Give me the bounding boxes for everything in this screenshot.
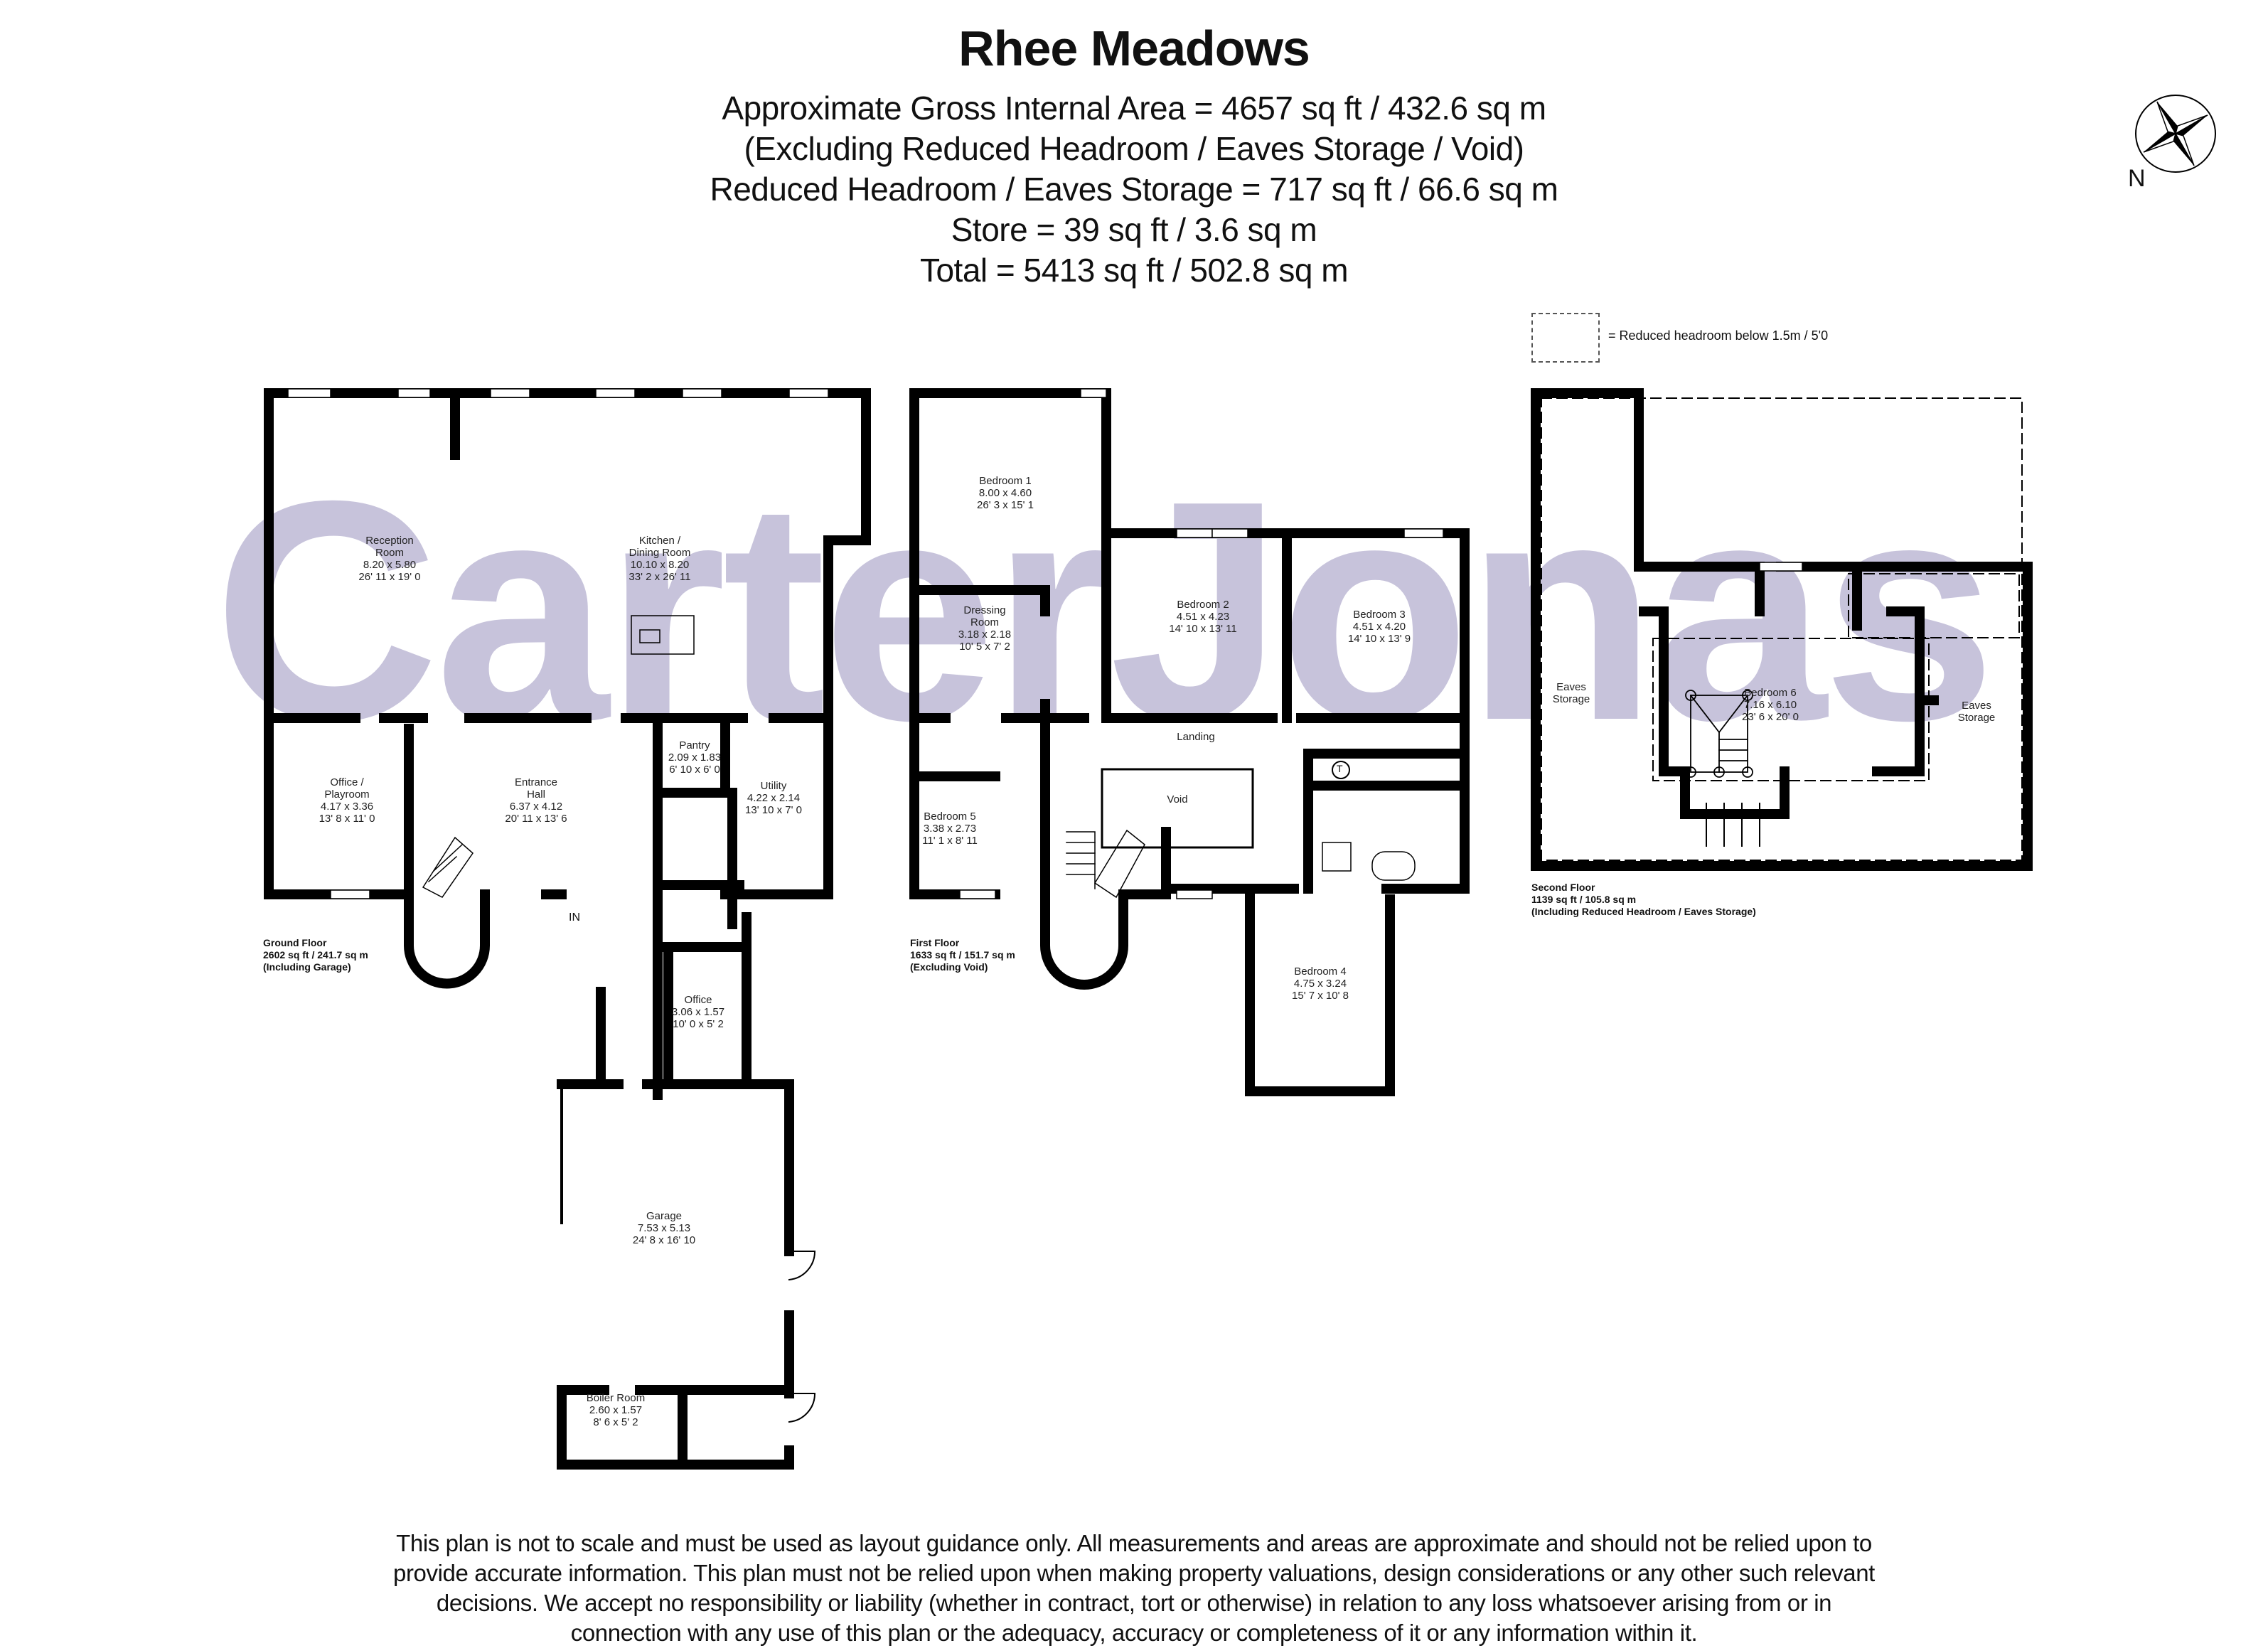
room-label-landing: Landing	[1177, 731, 1215, 743]
first-stairs	[1066, 829, 1145, 899]
dormer-windows	[1706, 803, 1760, 847]
area-line-store: Store = 39 sq ft / 3.6 sq m	[951, 211, 1317, 248]
disclaimer: This plan is not to scale and must be us…	[393, 1530, 1875, 1646]
bath-icon	[1371, 851, 1416, 881]
room-label-void: Void	[1167, 793, 1188, 806]
tank-icon	[1332, 761, 1350, 779]
windows	[287, 388, 1803, 899]
compass-north-label: N	[2128, 165, 2146, 192]
dashed-box-icon	[1531, 313, 1600, 363]
second-floor-walls	[1531, 388, 2033, 871]
ground-stairs	[422, 836, 474, 898]
area-line-exclusion: (Excluding Reduced Headroom / Eaves Stor…	[744, 130, 1524, 167]
tank-label: T	[1337, 763, 1343, 774]
area-line-total: Total = 5413 sq ft / 502.8 sq m	[919, 252, 1349, 289]
second-stairs	[1685, 690, 1753, 778]
void-outline	[1101, 768, 1254, 849]
entrance-marker: IN	[569, 911, 580, 924]
legend-text: = Reduced headroom below 1.5m / 5'0	[1608, 328, 1829, 343]
area-line-gia: Approximate Gross Internal Area = 4657 s…	[722, 90, 1546, 127]
reduced-headroom-outline	[1541, 397, 2023, 861]
property-title: Rhee Meadows	[958, 21, 1310, 76]
area-line-eaves: Reduced Headroom / Eaves Storage = 717 s…	[710, 171, 1558, 208]
area-summary: Approximate Gross Internal Area = 4657 s…	[0, 88, 2268, 291]
compass-rose-icon	[2135, 95, 2216, 173]
